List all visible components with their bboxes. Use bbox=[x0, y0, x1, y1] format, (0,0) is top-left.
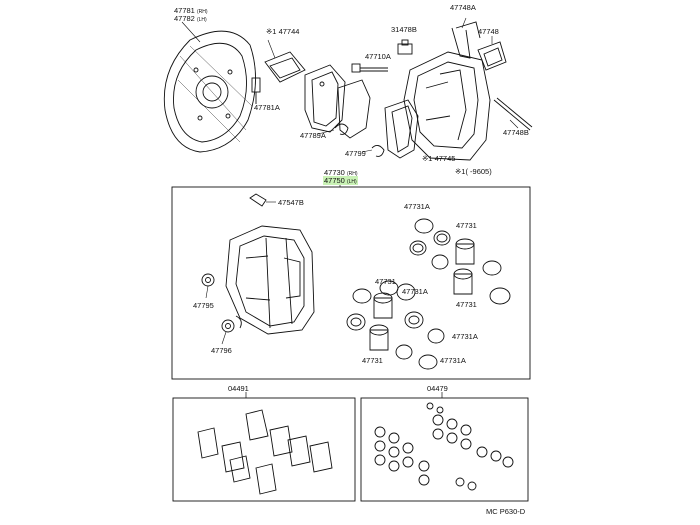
guide-bolt-47710a bbox=[351, 63, 388, 73]
label-47731a-3: 47731A bbox=[452, 332, 478, 341]
label-47731-3: 47731 bbox=[456, 300, 477, 309]
caliper-assembly-top bbox=[397, 39, 491, 161]
label-47795: 47795 bbox=[193, 301, 214, 310]
label-31478b: 31478B bbox=[391, 25, 417, 34]
label-47781: 47781 (RH) bbox=[174, 6, 208, 16]
brake-pad-left bbox=[304, 64, 371, 139]
label-47748: 47748 bbox=[478, 27, 499, 36]
label-47547b: 47547B bbox=[278, 198, 304, 207]
label-47731-2: 47731 bbox=[375, 277, 396, 286]
label-47731-1: 47731 bbox=[456, 221, 477, 230]
label-47782: 47782 (LH) bbox=[174, 14, 207, 24]
label-47748b: 47748B bbox=[503, 128, 529, 137]
label-47731a-1: 47731A bbox=[404, 202, 430, 211]
bolt-47781a bbox=[251, 77, 261, 104]
label-04491: 04491 bbox=[228, 384, 249, 393]
label-47799: 47799 bbox=[345, 149, 366, 158]
label-47796: 47796 bbox=[211, 346, 232, 355]
label-47750: 47750 (LH) bbox=[323, 176, 358, 185]
caliper-body bbox=[225, 225, 315, 335]
bleeder-plug bbox=[249, 193, 276, 207]
label-47781a: 47781A bbox=[254, 103, 280, 112]
piston-seals-kit bbox=[346, 218, 511, 370]
seal-kit-box bbox=[360, 397, 529, 502]
label-04479: 04479 bbox=[427, 384, 448, 393]
label-note-range: ※1( -9605) bbox=[455, 167, 492, 176]
caliper-kit-box bbox=[171, 186, 531, 380]
anti-squeal-shim-left bbox=[264, 39, 306, 83]
pad-pin-47748b bbox=[493, 97, 533, 131]
label-47789a: 47789A bbox=[300, 131, 326, 140]
cylinder-bushing-upper bbox=[201, 273, 215, 299]
label-47710a: 47710A bbox=[365, 52, 391, 61]
pistons bbox=[369, 238, 475, 351]
pad-support-spring bbox=[451, 17, 507, 71]
cylinder-bushing-lower bbox=[221, 315, 242, 345]
label-47730: 47730 (RH) bbox=[324, 168, 358, 178]
label-47744: ※1 47744 bbox=[266, 27, 300, 36]
pad-kit-box bbox=[172, 397, 356, 502]
label-47745: ※1 47745 bbox=[422, 154, 456, 163]
footer-code: MC P630-D bbox=[486, 507, 526, 516]
label-47748a: 47748A bbox=[450, 3, 476, 12]
label-47731-4: 47731 bbox=[362, 356, 383, 365]
seal-kit-parts bbox=[374, 402, 514, 491]
disc-brake-dust-cover bbox=[163, 21, 256, 153]
label-47731a-2: 47731A bbox=[402, 287, 428, 296]
pad-kit-parts bbox=[197, 409, 333, 495]
label-47731a-4: 47731A bbox=[440, 356, 466, 365]
pad-wear-indicator bbox=[317, 123, 349, 135]
